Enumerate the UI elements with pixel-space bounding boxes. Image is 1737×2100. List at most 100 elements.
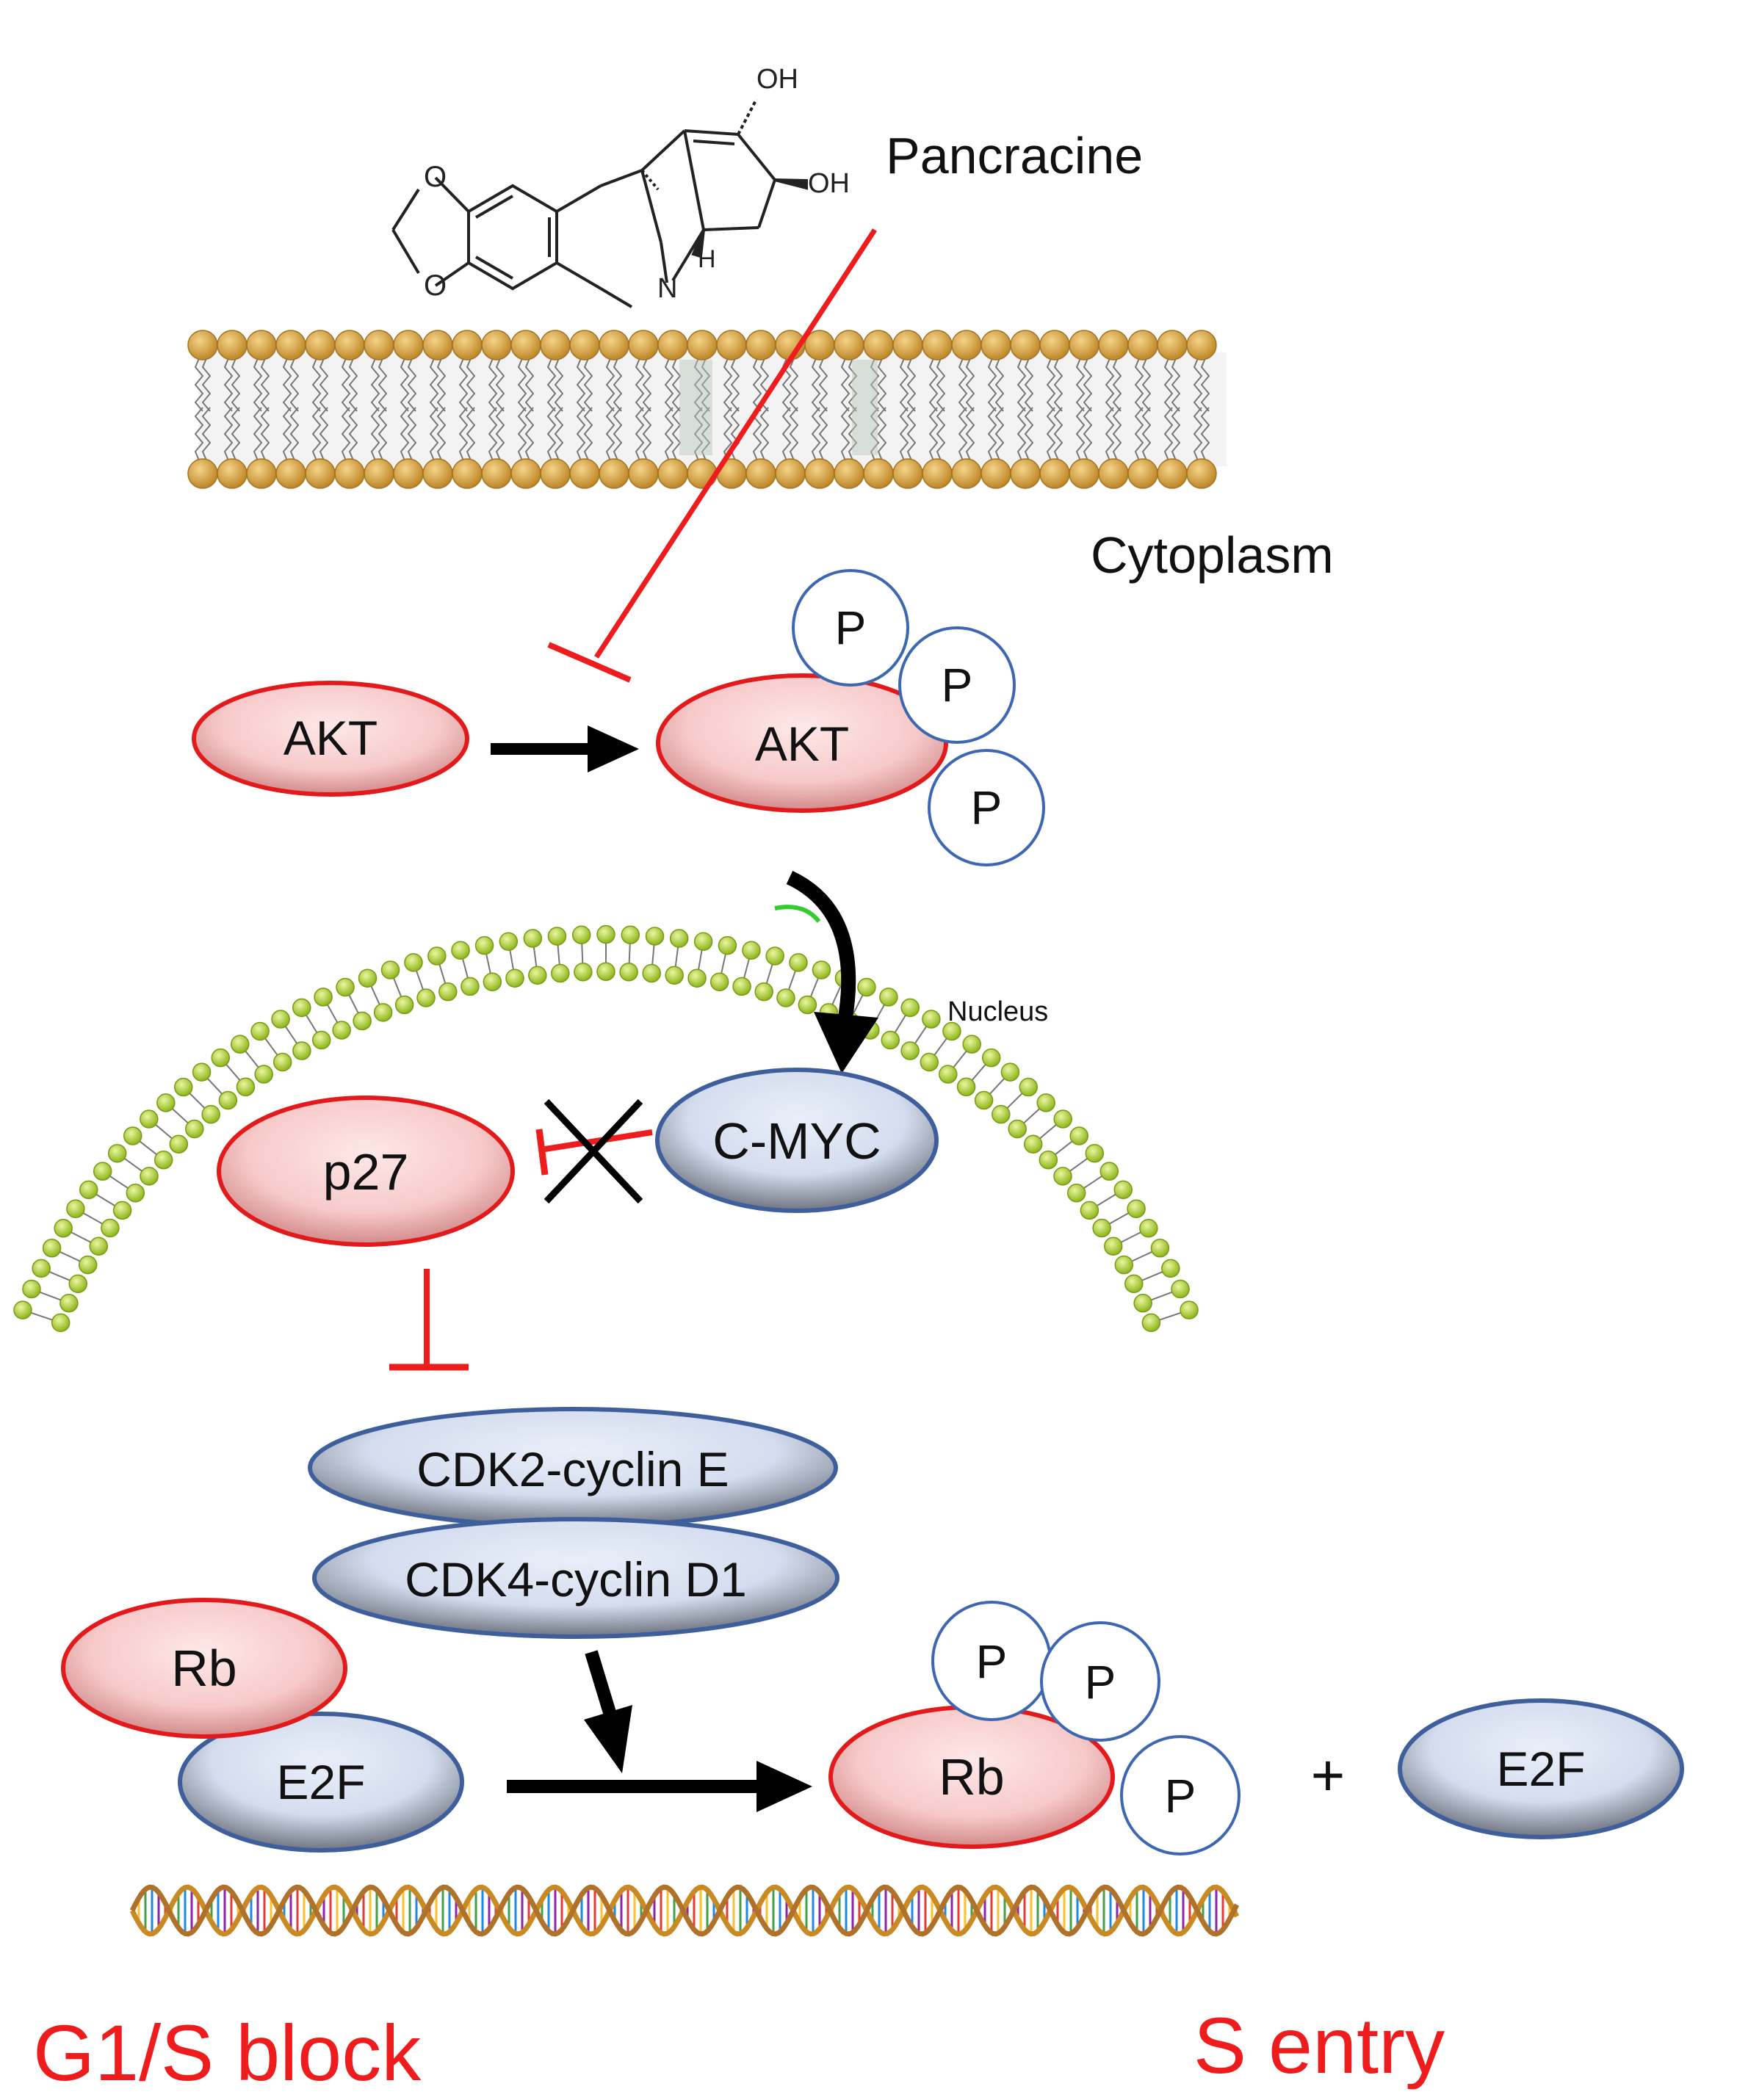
lipid-tail bbox=[253, 358, 263, 412]
lipid-tail bbox=[870, 358, 880, 412]
hydroxyl-mid-label: OH bbox=[808, 168, 850, 199]
lipid-head bbox=[1039, 458, 1070, 489]
lipid-head bbox=[275, 458, 306, 489]
nuclear-lipid-head bbox=[54, 1218, 73, 1238]
lipid-tail bbox=[583, 407, 593, 461]
lipid-head bbox=[628, 458, 659, 489]
nuclear-lipid-head bbox=[394, 995, 414, 1015]
lipid-head bbox=[334, 330, 365, 361]
lipid-tail bbox=[671, 407, 682, 461]
lipid-head bbox=[745, 458, 776, 489]
lipid-head bbox=[1010, 458, 1041, 489]
cdk4-cyclin-d1-node bbox=[312, 1517, 839, 1639]
lipid-tail bbox=[319, 358, 329, 412]
lipid-tail bbox=[1134, 358, 1144, 412]
lipid-tail bbox=[407, 358, 417, 412]
nuclear-lipid-head bbox=[272, 1052, 292, 1072]
lipid-tail bbox=[1016, 407, 1027, 461]
nuclear-lipid-head bbox=[571, 925, 591, 944]
lipid-tail bbox=[987, 407, 997, 461]
lipid-head bbox=[657, 330, 688, 361]
nuclear-lipid-head bbox=[596, 924, 615, 944]
nuclear-lipid-head bbox=[66, 1199, 85, 1218]
lipid-tail bbox=[1046, 407, 1056, 461]
lipid-tail bbox=[752, 358, 762, 412]
nuclear-lipid-head bbox=[1053, 1109, 1072, 1129]
lipid-head bbox=[540, 458, 571, 489]
nuclear-lipid-head bbox=[1127, 1199, 1146, 1218]
blocked-cross-mark bbox=[544, 1098, 643, 1204]
lipid-tail bbox=[818, 358, 828, 412]
lipid-tail bbox=[635, 407, 645, 461]
lipid-tail bbox=[1141, 407, 1152, 461]
lipid-tail bbox=[877, 407, 887, 461]
nuclear-lipid-head bbox=[192, 1062, 212, 1082]
nuclear-lipid-head bbox=[140, 1167, 159, 1186]
nuclear-lipid-head bbox=[765, 946, 784, 966]
lipid-head bbox=[951, 330, 982, 361]
lipid-head bbox=[922, 330, 953, 361]
lipid-tail bbox=[488, 407, 498, 461]
phosphate-circle bbox=[928, 749, 1045, 866]
nuclear-lipid-head bbox=[236, 1077, 256, 1097]
lipid-tail bbox=[899, 358, 909, 412]
lipid-head bbox=[981, 458, 1011, 489]
nuclear-lipid-head bbox=[1039, 1150, 1058, 1170]
lipid-head bbox=[187, 458, 218, 489]
lipid-head bbox=[364, 330, 394, 361]
lipid-tail bbox=[635, 358, 645, 412]
nuclear-lipid-head bbox=[292, 1041, 311, 1060]
nuclear-lipid-head bbox=[528, 966, 547, 985]
lipid-tail bbox=[1053, 407, 1063, 461]
lipid-head bbox=[481, 330, 512, 361]
nuclear-lipid-head bbox=[358, 968, 378, 988]
nuclear-lipid-head bbox=[201, 1104, 220, 1124]
nuclear-lipid-head bbox=[1124, 1274, 1144, 1294]
phosphate-label: P bbox=[1085, 1656, 1116, 1709]
nuclear-lipid-head bbox=[547, 927, 567, 946]
phosphate-circle bbox=[792, 569, 909, 687]
lipid-tail bbox=[1112, 407, 1122, 461]
nuclear-lipid-head bbox=[881, 1030, 900, 1050]
lipid-tail bbox=[1171, 358, 1181, 412]
nuclear-lipid-head bbox=[920, 1052, 939, 1072]
lipid-tail bbox=[928, 407, 939, 461]
nuclear-lipid-head bbox=[42, 1239, 62, 1258]
lipid-head bbox=[628, 330, 659, 361]
lipid-tail bbox=[994, 358, 1005, 412]
lipid-tail bbox=[906, 407, 917, 461]
lipid-head bbox=[334, 458, 365, 489]
nuclear-lipid-head bbox=[505, 968, 524, 988]
membrane-channel bbox=[852, 360, 878, 455]
dna-strand bbox=[129, 1884, 1240, 1937]
g1s-block-label: G1/S block bbox=[33, 2008, 422, 2097]
pancracine-structure bbox=[391, 98, 808, 308]
lipid-tail bbox=[466, 358, 476, 412]
lipid-tail bbox=[730, 358, 740, 412]
nuclear-lipid-head bbox=[956, 1077, 976, 1097]
nuclear-lipid-head bbox=[551, 963, 570, 983]
lipid-head bbox=[452, 330, 483, 361]
lipid-head bbox=[393, 458, 424, 489]
lipid-tail bbox=[642, 358, 652, 412]
lipid-head bbox=[1157, 330, 1188, 361]
lipid-head bbox=[305, 458, 336, 489]
e2f-bound-label: E2F bbox=[276, 1755, 365, 1809]
lipid-head bbox=[187, 330, 218, 361]
nuclear-lipid-head bbox=[499, 932, 519, 951]
nuclear-lipid-head bbox=[754, 982, 773, 1002]
lipid-tail bbox=[289, 407, 300, 461]
lipid-tail bbox=[1193, 407, 1203, 461]
lipid-tail bbox=[201, 407, 212, 461]
nuclear-lipid-head bbox=[1171, 1279, 1190, 1299]
nuclear-lipid-head bbox=[574, 963, 593, 982]
lipid-tail bbox=[311, 407, 322, 461]
nuclear-lipid-head bbox=[789, 953, 808, 972]
lipid-tail bbox=[1112, 358, 1122, 412]
lipid-tail bbox=[253, 407, 263, 461]
lipid-tail bbox=[282, 358, 292, 412]
lipid-tail bbox=[348, 358, 358, 412]
cmyc-label: C-MYC bbox=[712, 1112, 881, 1170]
lipid-tail bbox=[1163, 358, 1174, 412]
